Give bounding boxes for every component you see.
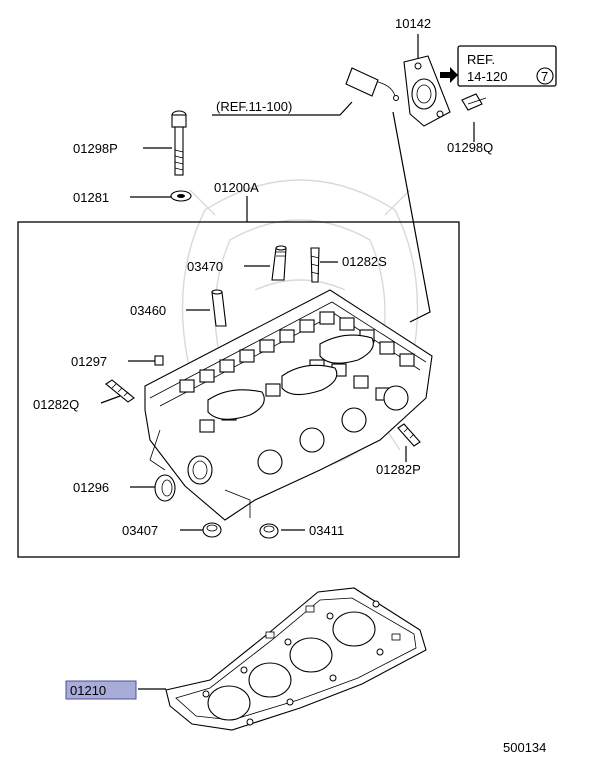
- ref-14-120-box: REF. 14-120 7: [440, 45, 557, 87]
- seal-03407-part: [202, 522, 222, 538]
- callout-01281: 01281: [73, 190, 109, 205]
- callout-01282s: 01282S: [342, 254, 387, 269]
- part-01210-highlight[interactable]: [65, 680, 137, 700]
- leader-lines: [100, 34, 475, 690]
- ref-arrow-icon: [440, 67, 458, 83]
- sensor-part: [345, 67, 399, 101]
- ref-box-line1: REF.: [467, 52, 495, 67]
- bolt-01298q-part: [461, 93, 487, 111]
- washer-part: [170, 190, 192, 202]
- callout-01298q: 01298Q: [447, 140, 493, 155]
- ref-box-circle-number: 7: [541, 69, 548, 84]
- stud-01282q-part: [105, 379, 135, 403]
- valve-guide-parts: [211, 245, 320, 327]
- assembly-frame: [17, 221, 460, 558]
- callout-01282p: 01282P: [376, 462, 421, 477]
- callout-01210[interactable]: 01210: [70, 683, 106, 698]
- callout-01298p: 01298P: [73, 141, 118, 156]
- head-gasket-part: [165, 587, 427, 731]
- stud-01282p-part: [397, 423, 421, 447]
- thermostat-housing-part: [403, 55, 451, 127]
- plug-part: [154, 355, 164, 366]
- ref-box-line2: 14-120: [467, 69, 507, 84]
- callout-01296: 01296: [73, 480, 109, 495]
- callout-03407: 03407: [122, 523, 158, 538]
- seal-03411-part: [259, 523, 279, 539]
- head-bolt-part: [171, 110, 187, 176]
- callout-01282q: 01282Q: [33, 397, 79, 412]
- callout-10142: 10142: [395, 16, 431, 31]
- callout-03470: 03470: [187, 259, 223, 274]
- figure-number: 500134: [503, 740, 546, 755]
- callout-01200a: 01200A: [214, 180, 259, 195]
- seal-01296-part: [154, 474, 176, 502]
- callout-03411: 03411: [309, 523, 344, 538]
- ref-11-100-label: (REF.11-100): [216, 99, 292, 114]
- callout-01297: 01297: [71, 354, 107, 369]
- callout-03460: 03460: [130, 303, 166, 318]
- cylinder-head-part: [144, 289, 433, 521]
